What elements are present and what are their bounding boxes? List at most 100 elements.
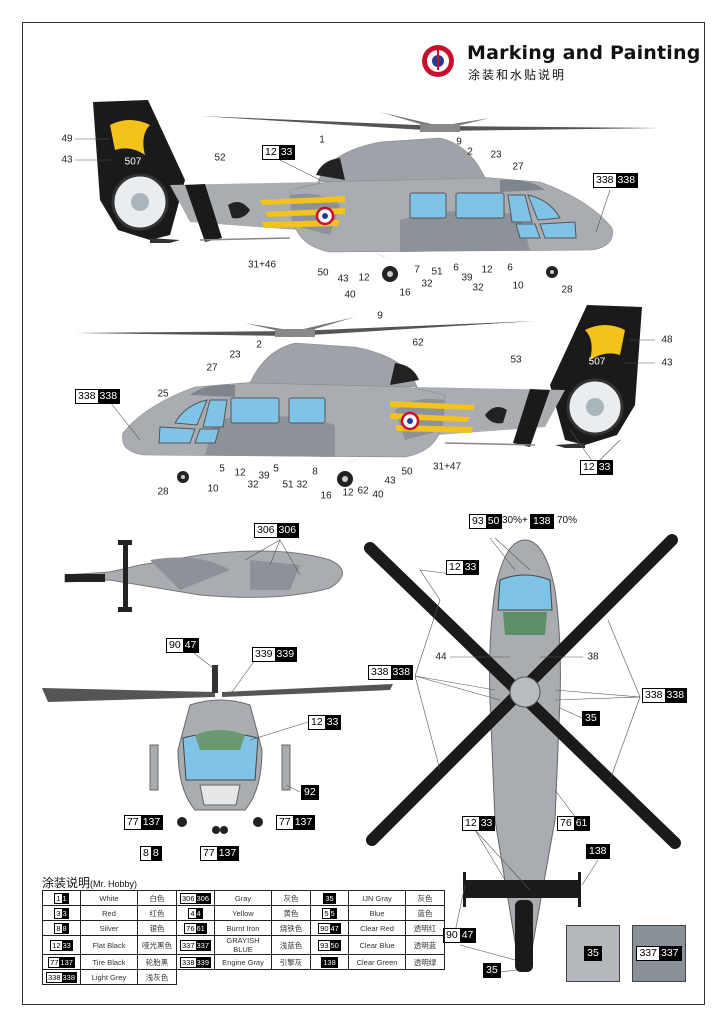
callout-number: 44 [435, 651, 447, 663]
callout-number: 32 [296, 479, 308, 491]
callout-number: 53 [510, 354, 522, 366]
callout-number: 49 [61, 133, 73, 145]
callout-number: 10 [207, 483, 219, 495]
code-black: 5 [329, 908, 336, 918]
top-view [364, 534, 681, 973]
paint-name-en: Silver [80, 920, 138, 936]
code-white: 12 [263, 146, 279, 159]
mix-percentage: 70% [557, 515, 578, 526]
paint-name-en: Gray [214, 890, 272, 906]
code-black: 137 [59, 957, 74, 967]
callout-number: 25 [157, 388, 169, 400]
paint-name-cn: 透明红 [405, 920, 445, 936]
callout-number: 40 [372, 489, 384, 501]
paint-name-en: Burnt Iron [214, 920, 272, 936]
callout-number: 7 [414, 264, 420, 276]
code-white: 337 [637, 947, 659, 960]
callout-number: 27 [206, 362, 218, 374]
code-black: 339 [195, 957, 211, 967]
mix-percentage: 30%+ [502, 515, 528, 526]
paint-name-cn: 浅蓝色 [271, 935, 311, 955]
code-black: 8 [150, 847, 161, 860]
callout-number: 16 [399, 287, 411, 299]
code-white: 3 [55, 908, 62, 918]
code-black: 137 [140, 816, 163, 829]
callout-number: 43 [661, 357, 673, 369]
paint-name-en: GRAYISH BLUE [214, 935, 272, 955]
code-black: 1 [61, 893, 68, 903]
paint-table-heading: 涂装说明 [42, 876, 91, 890]
callout-number: 12 [342, 487, 354, 499]
code-white: 12 [463, 817, 479, 830]
code-black: 92 [302, 786, 318, 799]
callout-number: 2 [256, 339, 262, 351]
callout-number: 12 [481, 264, 493, 276]
callout-number: 32 [247, 479, 259, 491]
code-white: 12 [581, 461, 597, 474]
code-black: 33 [596, 461, 613, 474]
code-white: 8 [141, 847, 151, 860]
paint-name-cn: 银色 [137, 920, 177, 936]
callout-number: 40 [344, 289, 356, 301]
plan-view [64, 539, 343, 612]
front-view [42, 649, 393, 834]
callout-number: 32 [421, 278, 433, 290]
paint-name-en: White [80, 890, 138, 906]
paint-code-badge: 35 [584, 946, 602, 961]
callout-number: 51 [431, 266, 443, 278]
paint-name-en: Clear Red [348, 920, 406, 936]
paint-name-cn: 哑光黑色 [137, 935, 177, 955]
callout-number: 31+47 [432, 461, 462, 473]
code-black: 50 [329, 940, 340, 950]
paint-name-en: Light Grey [80, 969, 138, 985]
page-border [22, 22, 705, 1005]
code-black: 33 [278, 146, 295, 159]
paint-code-badge: 92 [301, 785, 319, 800]
paint-name-en: Clear Green [348, 954, 406, 970]
paint-name-cn: 轮胎黑 [137, 954, 177, 970]
paint-name-en: Engine Gray [214, 954, 272, 970]
callout-number: 23 [490, 149, 502, 161]
code-black: 138 [587, 845, 609, 858]
code-black: 4 [195, 908, 202, 918]
code-white: 12 [447, 561, 463, 574]
callout-number: 6 [453, 262, 459, 274]
paint-name-cn: 灰色 [405, 890, 445, 906]
tail-number: 507 [588, 356, 606, 368]
callout-number: 9 [456, 136, 462, 148]
code-black: 61 [195, 923, 206, 933]
code-white: 90 [444, 929, 460, 942]
code-black: 35 [324, 893, 335, 903]
code-black: 8 [61, 923, 68, 933]
callout-number: 1 [319, 134, 325, 146]
callout-number: 28 [561, 284, 573, 296]
code-black: 137 [292, 816, 315, 829]
